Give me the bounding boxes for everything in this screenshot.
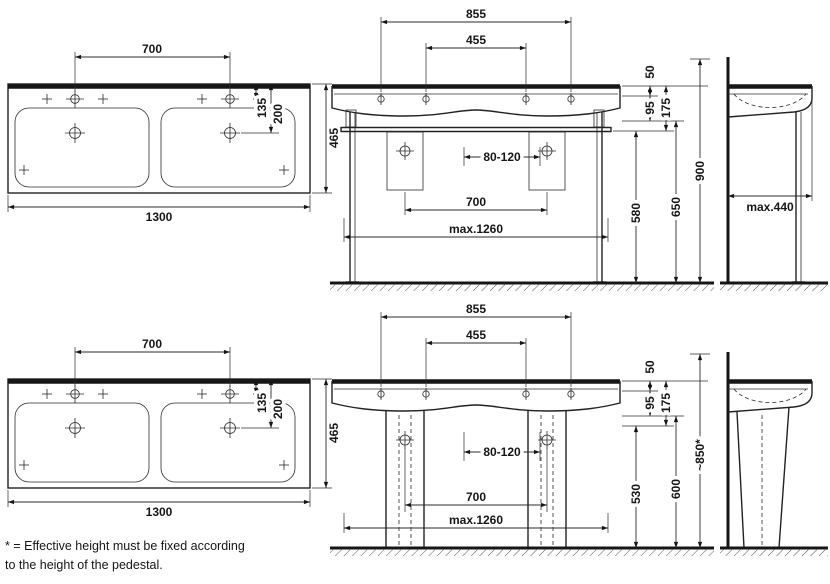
dim-855-label: 855: [466, 7, 486, 21]
floor-hatch: [330, 549, 714, 556]
side-view-top: max.440: [720, 57, 828, 291]
dim-1300-label: 1300: [146, 505, 173, 519]
dim-135-label: 135: [255, 98, 269, 118]
dim-175-label: 175: [659, 98, 673, 118]
dim-80-120-label: 80-120: [483, 150, 521, 164]
dim-700-taps-label: 700: [142, 42, 162, 56]
dim-465-label: 465: [327, 128, 341, 148]
dim-465-label: 465: [327, 423, 341, 443]
dim-max1260-label: max.1260: [449, 513, 503, 527]
dim-200-label: 200: [271, 399, 285, 419]
side-view-bottom: [720, 352, 828, 556]
dim-900-label: 900: [693, 161, 707, 181]
dim-700-drains-label: 700: [466, 195, 486, 209]
dim-max1260-label: max.1260: [449, 222, 503, 236]
dim-200-label: 200: [271, 104, 285, 124]
footnote-line2: to the height of the pedestal.: [5, 558, 163, 572]
dim-600-label: 600: [669, 479, 683, 499]
tap-hole-icon: [377, 388, 575, 400]
bowl-hidden-line: [733, 93, 807, 108]
dim-855-label: 855: [466, 302, 486, 316]
dim-455-label: 455: [466, 33, 486, 47]
floor-hatch: [720, 284, 828, 291]
footnote-line1: * = Effective height must be fixed accor…: [5, 539, 245, 553]
dim-1300-label: 1300: [146, 210, 173, 224]
right-bowl: [160, 107, 296, 188]
dim-530-label: 530: [629, 484, 643, 504]
pedestal-side: [736, 406, 790, 549]
towel-rail: [340, 109, 612, 133]
dim-175-label: 175: [659, 393, 673, 413]
dim-50-label: 50: [643, 360, 657, 374]
floor-hatch: [720, 549, 828, 556]
dim-max440-label: max.440: [746, 200, 794, 214]
bowl-hidden-line: [733, 388, 807, 403]
dim-80-120-label: 80-120: [483, 445, 521, 459]
basin-side-profile: [727, 381, 813, 413]
basin-body: [331, 381, 621, 412]
front-view-bottom: 855 455 80-120 700 max.1260 50 95 175 53…: [330, 302, 714, 556]
optional-tap-marks: [19, 389, 289, 470]
plan-view-bottom: 700 1300 465 135 200: [7, 337, 341, 519]
drain-icon: [65, 418, 240, 438]
tap-hole-icon: [66, 385, 239, 403]
pedestal: [385, 410, 567, 548]
front-view-top: 855 455 80-120 700 max.1260 50 95 175 58…: [330, 7, 714, 291]
right-bowl: [160, 402, 296, 483]
dim-95-label: 95: [643, 101, 657, 115]
dim-580-label: 580: [629, 203, 643, 223]
basin-outline: [7, 83, 311, 194]
dim-700-taps-label: 700: [142, 337, 162, 351]
dim-50-label: 50: [643, 65, 657, 79]
dim-455-label: 455: [466, 328, 486, 342]
left-bowl: [14, 107, 150, 188]
dim-850-label: ~850*: [693, 439, 707, 471]
floor-hatch: [330, 284, 714, 291]
tap-hole-icon: [377, 93, 575, 105]
basin-body: [331, 86, 621, 117]
siphon-box: [386, 131, 566, 191]
dim-95-label: 95: [643, 396, 657, 410]
tap-hole-icon: [66, 90, 239, 108]
dim-135-label: 135: [255, 393, 269, 413]
dim-700-drains-label: 700: [466, 490, 486, 504]
dim-650-label: 650: [669, 197, 683, 217]
basin-outline: [7, 378, 311, 489]
basin-side-profile: [727, 86, 813, 118]
optional-tap-marks: [19, 94, 289, 175]
plan-view-top: 700 1300 465 135 200: [7, 42, 341, 224]
drain-icon: [65, 123, 240, 143]
frame-leg: [792, 112, 805, 283]
left-bowl: [14, 402, 150, 483]
